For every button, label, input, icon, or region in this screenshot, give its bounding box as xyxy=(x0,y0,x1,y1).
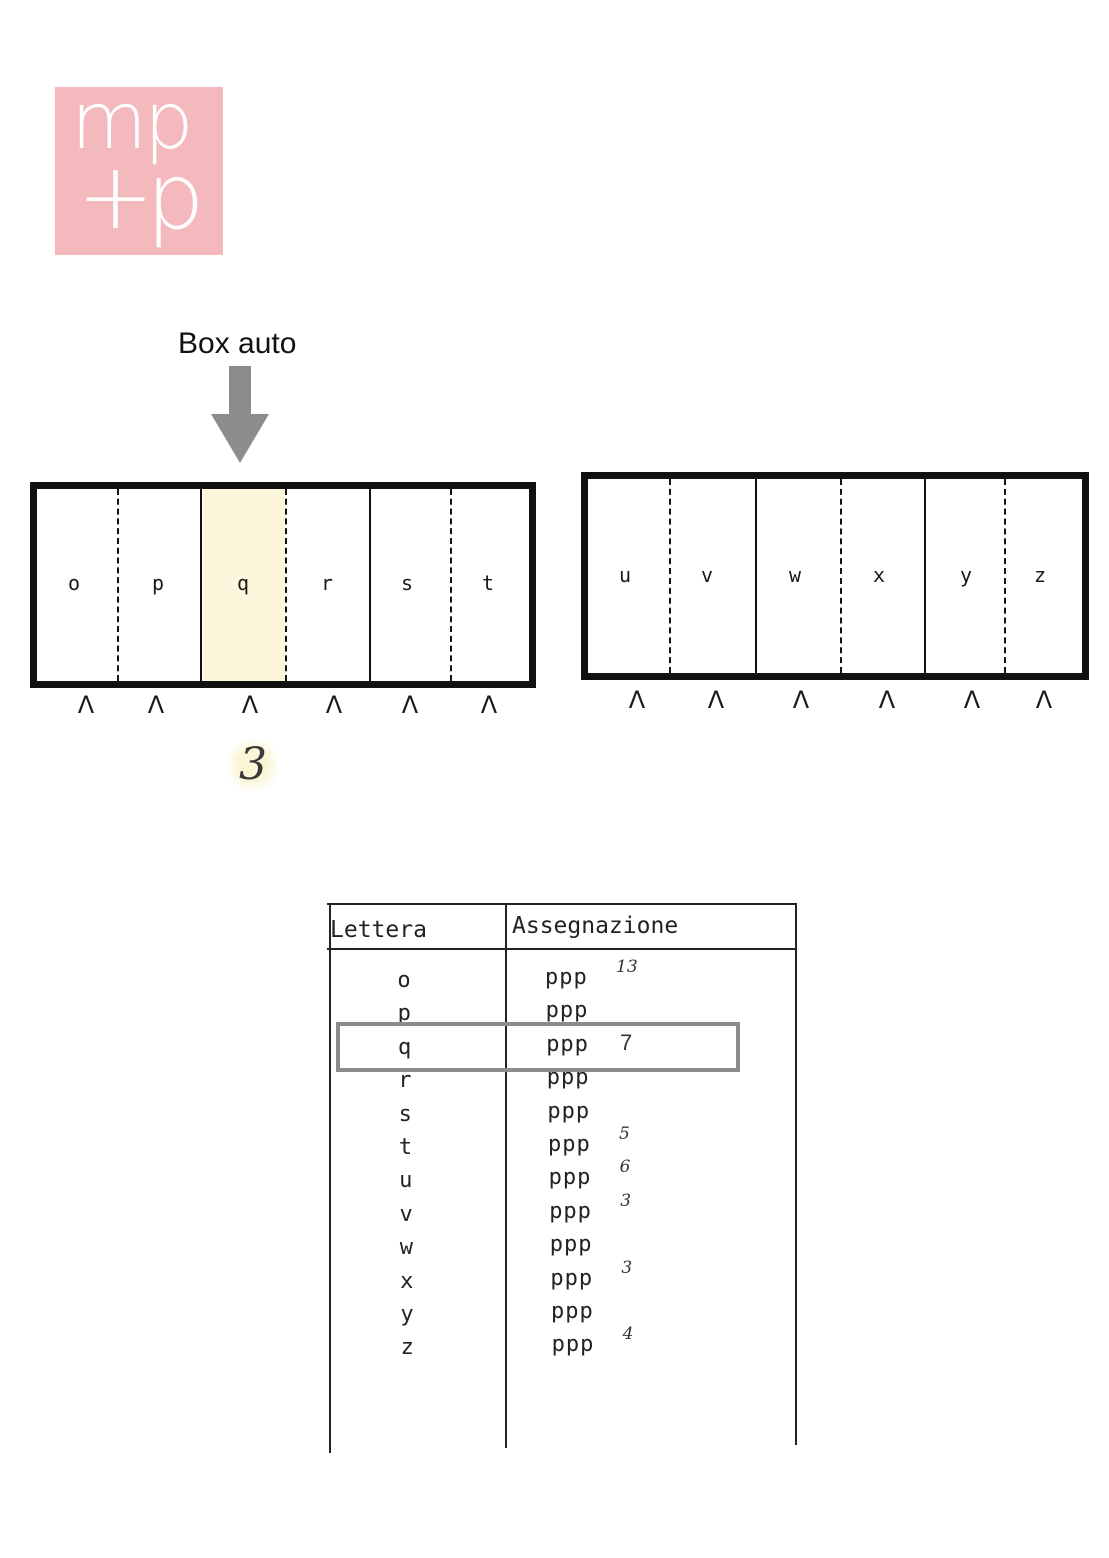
row-value-x: ppp xyxy=(550,1265,594,1291)
row-value-y: ppp xyxy=(551,1299,594,1324)
logo-line-2: +p xyxy=(77,143,205,250)
mpp-logo: mp +p xyxy=(55,87,223,255)
row-letter-u: u xyxy=(399,1168,413,1194)
box-letter-o: o xyxy=(67,571,81,595)
row-value-o: ppp xyxy=(545,965,588,990)
right-caret-6: Λ xyxy=(1035,686,1053,714)
right-caret-2: Λ xyxy=(707,686,725,714)
cell-divider-dash xyxy=(285,489,287,681)
right-caret-5: Λ xyxy=(963,686,981,714)
row-letter-p: p xyxy=(397,1001,411,1027)
box-auto-label: Box auto xyxy=(178,327,297,360)
right-caret-4: Λ xyxy=(878,686,896,714)
row-letter-o: o xyxy=(397,968,411,993)
table-top-border xyxy=(327,903,795,905)
right-caret-1: Λ xyxy=(628,686,646,714)
row-note-o: 13 xyxy=(616,957,638,977)
table-left-border xyxy=(329,903,331,1453)
right-caret-3: Λ xyxy=(792,686,810,714)
cell-divider-dash xyxy=(117,489,119,681)
row-value-s: ppp xyxy=(547,1098,591,1124)
row-note-q: 7 xyxy=(620,1029,633,1055)
row-note-t: 5 xyxy=(619,1124,630,1144)
box-letter-q: q xyxy=(236,571,250,595)
box-letter-r: r xyxy=(320,571,334,595)
table-right-border xyxy=(795,903,797,1445)
row-note-v: 3 xyxy=(620,1190,632,1211)
table-mid-border xyxy=(505,903,507,1448)
row-letter-y: y xyxy=(400,1302,414,1327)
cell-divider-dash xyxy=(840,479,842,673)
cell-divider-dash xyxy=(1004,479,1006,673)
box-letter-z: z xyxy=(1033,563,1047,587)
header-assegnazione: Assegnazione xyxy=(512,913,679,939)
cell-divider-solid xyxy=(755,479,757,673)
left-caret-4: Λ xyxy=(325,691,343,719)
box-letter-u: u xyxy=(618,563,632,587)
cell-divider-solid xyxy=(200,489,202,681)
row-note-z: 4 xyxy=(622,1324,634,1345)
header-lettera: Lettera xyxy=(330,917,427,943)
left-caret-2: Λ xyxy=(147,691,165,719)
box-letter-t: t xyxy=(481,571,495,595)
row-value-z: ppp xyxy=(551,1332,595,1358)
row-note-u: 6 xyxy=(619,1157,631,1178)
cell-divider-dash xyxy=(450,489,452,681)
row-value-u: ppp xyxy=(548,1165,592,1191)
highlight-frame-row-q xyxy=(336,1022,740,1072)
cell-divider-solid xyxy=(369,489,371,681)
left-caret-1: Λ xyxy=(77,691,95,719)
down-arrow-icon xyxy=(211,366,269,463)
row-value-t: ppp xyxy=(548,1132,591,1157)
box-letter-y: y xyxy=(959,563,973,587)
row-value-v: ppp xyxy=(549,1198,592,1224)
row-value-p: ppp xyxy=(545,998,589,1024)
row-letter-t: t xyxy=(398,1135,413,1160)
row-letter-q: q xyxy=(397,1034,412,1060)
row-note-x: 3 xyxy=(621,1257,633,1278)
row-letter-z: z xyxy=(400,1335,414,1361)
row-letter-w: w xyxy=(399,1235,414,1261)
box-letter-w: w xyxy=(788,563,802,587)
logo-line-1: mp xyxy=(71,87,193,167)
table-header-divider xyxy=(327,948,795,950)
row-value-w: ppp xyxy=(549,1232,593,1258)
row-letter-s: s xyxy=(398,1101,412,1127)
box-letter-x: x xyxy=(872,563,886,587)
cell-divider-dash xyxy=(669,479,671,673)
row-value-q: ppp xyxy=(546,1031,589,1057)
left-caret-5: Λ xyxy=(401,691,419,719)
box-letter-v: v xyxy=(700,563,714,587)
row-letter-r: r xyxy=(398,1068,412,1094)
box-letter-p: p xyxy=(151,571,165,595)
selected-box-number: 3 xyxy=(228,735,278,795)
highlight-cell-q xyxy=(203,489,285,681)
left-letter-box: o p q r s t xyxy=(30,482,536,688)
right-letter-box: u v w x y z xyxy=(581,472,1089,680)
cell-divider-solid xyxy=(924,479,926,673)
box-letter-s: s xyxy=(400,571,414,595)
row-letter-v: v xyxy=(399,1201,413,1227)
row-letter-x: x xyxy=(400,1268,414,1294)
left-caret-3: Λ xyxy=(241,691,259,719)
left-caret-6: Λ xyxy=(480,691,498,719)
